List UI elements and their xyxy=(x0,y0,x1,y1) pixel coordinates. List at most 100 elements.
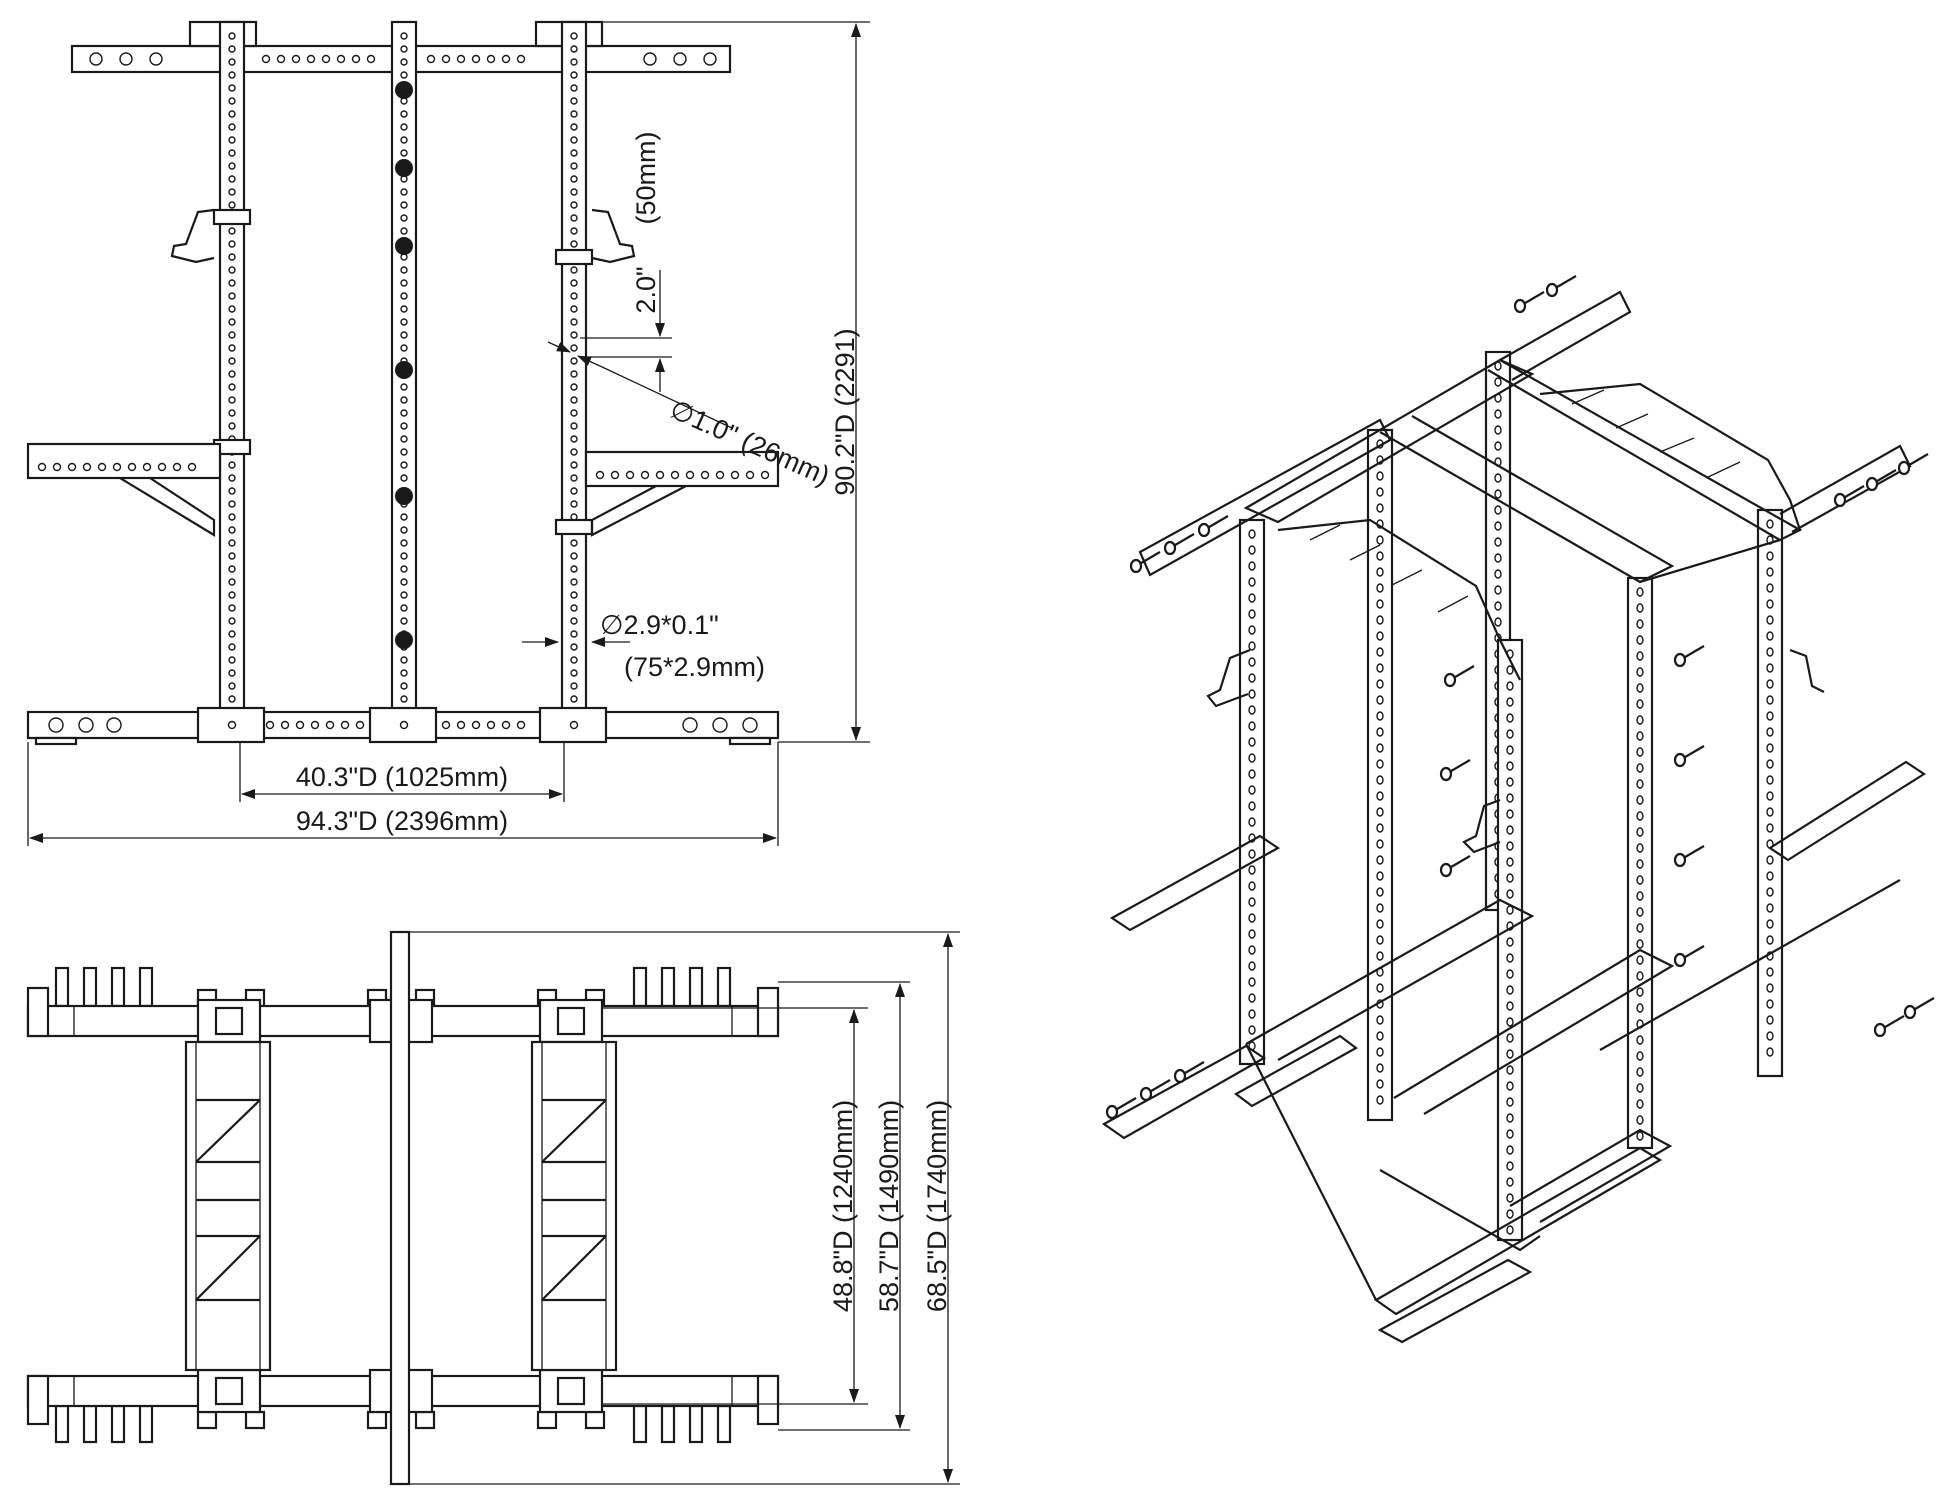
arm-hole xyxy=(82,462,92,472)
upright-hole xyxy=(1376,1095,1384,1105)
clip xyxy=(536,1410,558,1430)
upright-hole xyxy=(1248,1009,1256,1019)
upright-hole xyxy=(1636,955,1644,965)
beam-hole xyxy=(441,54,451,64)
iso-horn-end xyxy=(1439,766,1453,782)
upright-hole xyxy=(570,383,578,391)
base-hole xyxy=(48,717,64,733)
upright-hole xyxy=(228,331,236,339)
weight-horn xyxy=(395,159,413,177)
weight-horn xyxy=(54,1404,70,1444)
upright-hole xyxy=(570,422,578,430)
upright-hole xyxy=(400,682,408,690)
upright-hole xyxy=(570,266,578,274)
beam-hole xyxy=(426,54,436,64)
upright-hole xyxy=(400,578,408,586)
weight-horn xyxy=(632,966,648,1008)
arm-hole xyxy=(97,462,107,472)
upright-hole xyxy=(1636,1115,1644,1125)
upright-hole xyxy=(570,58,578,66)
upright-hole xyxy=(1506,1081,1514,1091)
upright-hole xyxy=(1506,697,1514,707)
weight-horn xyxy=(395,361,413,379)
upright-hole xyxy=(1248,881,1256,891)
upright-hole xyxy=(1636,1051,1644,1061)
upright-hole xyxy=(1494,441,1502,451)
base-hole xyxy=(456,720,466,730)
upright-hole xyxy=(570,474,578,482)
upright-hole xyxy=(400,461,408,469)
clip xyxy=(366,1410,388,1430)
beam-hole xyxy=(516,54,526,64)
inner-width-label: 40.3"D (1025mm) xyxy=(296,762,508,792)
upright-hole xyxy=(1506,857,1514,867)
upright-hole xyxy=(570,344,578,352)
upright-hole xyxy=(1506,953,1514,963)
upright-hole xyxy=(1636,923,1644,933)
upright-hole xyxy=(400,656,408,664)
upright-hole xyxy=(1376,551,1384,561)
ladder-brace xyxy=(541,1099,607,1163)
upright-hole xyxy=(1494,553,1502,563)
base-hole xyxy=(486,720,496,730)
upright-hole xyxy=(1636,763,1644,773)
upright-hole xyxy=(1636,731,1644,741)
beam-hole xyxy=(643,52,657,66)
upright-hole xyxy=(570,591,578,599)
upright-hole xyxy=(1494,377,1502,387)
arm-hole xyxy=(37,462,47,472)
upright-hole xyxy=(1248,689,1256,699)
beam-hole xyxy=(501,54,511,64)
upright-hole xyxy=(228,604,236,612)
base-hole xyxy=(265,720,275,730)
weight-horn xyxy=(110,1404,126,1444)
upright-hole xyxy=(400,266,408,274)
base-hole xyxy=(280,720,290,730)
base-hole xyxy=(355,720,365,730)
height-dimension-label: 90.2"D (2291) xyxy=(830,328,860,495)
upright-hole xyxy=(228,539,236,547)
weight-horn xyxy=(82,966,98,1008)
beam-hole xyxy=(149,52,163,66)
upright-hole xyxy=(1494,569,1502,579)
upright-hole xyxy=(570,318,578,326)
upright-hole xyxy=(1636,907,1644,917)
upright-hole xyxy=(1506,825,1514,835)
upright-hole xyxy=(228,578,236,586)
base-hole xyxy=(340,720,350,730)
upright-hole xyxy=(570,162,578,170)
upright-hole xyxy=(570,214,578,222)
upright-hole xyxy=(1766,807,1774,817)
weight-horn xyxy=(395,487,413,505)
upright-hole xyxy=(1766,647,1774,657)
iso-horn-end xyxy=(1897,460,1911,476)
upright-hole xyxy=(1248,769,1256,779)
pull-up-ladder xyxy=(530,1040,618,1372)
iso-horn-end xyxy=(1197,522,1211,538)
upright-hole xyxy=(1248,561,1256,571)
base-hole xyxy=(441,720,451,730)
upright-hole xyxy=(1636,843,1644,853)
upright-hole xyxy=(1506,1177,1514,1187)
upright-hole xyxy=(228,279,236,287)
clip xyxy=(414,1410,436,1430)
upright-hole xyxy=(1766,567,1774,577)
arm-hole xyxy=(760,470,770,480)
upright-hole xyxy=(1248,929,1256,939)
upright-hole xyxy=(1376,1079,1384,1089)
arm-hole xyxy=(157,462,167,472)
upright-hole xyxy=(1248,865,1256,875)
base-hole xyxy=(227,720,237,730)
iso-horn-end xyxy=(1443,672,1457,688)
upright-hole xyxy=(228,136,236,144)
upright-hole xyxy=(400,383,408,391)
upright-hole xyxy=(1248,945,1256,955)
upright-hole xyxy=(228,682,236,690)
upright-hole xyxy=(570,409,578,417)
upright-hole xyxy=(1636,827,1644,837)
top-view-center-beam xyxy=(389,930,411,1486)
upright-hole xyxy=(1636,971,1644,981)
beam-hole xyxy=(89,52,103,66)
upright-hole xyxy=(400,123,408,131)
upright-hole xyxy=(400,331,408,339)
